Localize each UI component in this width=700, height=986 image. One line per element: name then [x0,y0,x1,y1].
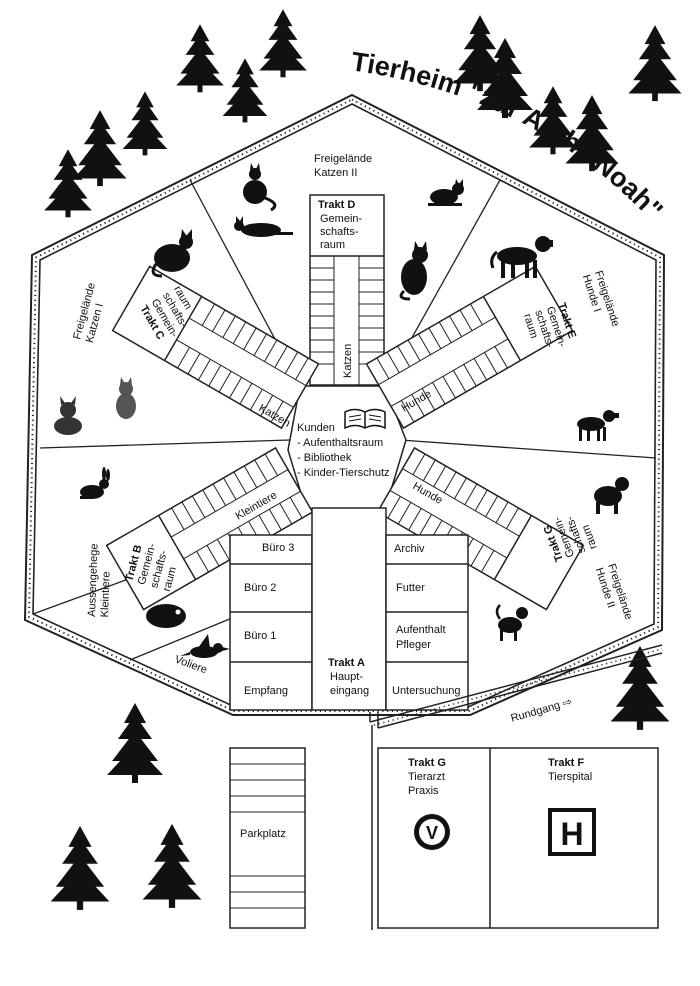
wing-trakt-c [111,265,320,430]
tree-icon [142,823,202,908]
room-archiv: Archiv [394,543,425,555]
trakt-d-label: Trakt D [318,199,355,211]
tierspital-trakt-label: Trakt F [548,757,584,769]
room-empfang: Empfang [244,685,288,697]
hub-item-kinder-tierschutz: - Kinder-Tierschutz [297,467,390,479]
cat-icon [116,377,136,419]
book-icon [344,408,386,430]
bird-icon [180,634,230,658]
room-futter: Futter [396,582,425,594]
rundgang-path [369,644,663,930]
wing-trakt-e [365,265,574,430]
praxis-trakt-label: Trakt G [408,757,446,769]
trakt-d-room-3: raum [320,239,345,251]
tree-icon [73,110,127,187]
animals [54,163,629,658]
zone-katzen-2-line2: Katzen II [314,167,357,179]
tierspital-line: Tierspital [548,771,592,783]
hospital-symbol-icon: H [548,808,596,856]
tree-icon [107,703,163,783]
tree-icon [122,91,168,156]
cat-icon [151,229,193,278]
zone-katzen-2-line1: Freigelände [314,153,372,165]
room-aufenthalt-2: Pfleger [396,639,431,651]
svg-text:V: V [426,823,438,843]
hub-heading: Kunden [297,422,335,434]
trakt-d-room-2: schafts- [320,226,359,238]
tree-icon [50,825,110,910]
cat-icon [234,216,293,237]
parkplatz-label: Parkplatz [240,828,286,840]
praxis-line-2: Praxis [408,785,439,797]
zone-kleintiere-line2: Kleintiere [99,571,113,617]
wing-trakt-a [229,507,469,711]
cat-icon [54,396,82,435]
cat-icon [399,241,428,301]
cat-icon [243,163,277,212]
room-aufenthalt-1: Aufenthalt [396,624,446,636]
dog-icon [490,236,553,278]
tree-icon [259,9,307,78]
guinea-pig-icon [146,604,186,628]
praxis-line-1: Tierarzt [408,771,445,783]
dog-icon [495,604,528,641]
svg-text:H: H [560,816,583,852]
tree-icon [628,25,682,102]
trakt-d-kennel-label: Katzen [342,344,354,378]
trakt-a-label: Trakt A [328,657,365,669]
parkplatz [229,747,306,929]
room-buero-2: Büro 2 [244,582,276,594]
room-buero-1: Büro 1 [244,630,276,642]
room-untersuchung: Untersuchung [392,685,461,697]
dog-icon [577,410,619,441]
vet-symbol-icon: V [414,814,450,850]
wing-trakt-d: Trakt D Gemein- schafts- raum Katzen [309,194,385,386]
trakt-d-room-1: Gemein- [320,213,363,225]
tree-icon [222,58,268,123]
rabbit-icon [80,467,110,499]
trakt-a-entrance-2: eingang [330,685,369,697]
trakt-a-entrance-1: Haupt- [330,671,363,683]
room-buero-3: Büro 3 [262,542,294,554]
rundgang-label: Rundgang ⇨ [510,696,574,725]
dog-icon [594,477,629,514]
tree-icon [176,24,224,93]
hub-item-bibliothek: - Bibliothek [297,452,352,464]
cat-icon [428,179,464,206]
hub-item-aufenthaltsraum: - Aufenthaltsraum [297,437,383,449]
zone-kleintiere-line1: Aussengehege [86,543,101,617]
